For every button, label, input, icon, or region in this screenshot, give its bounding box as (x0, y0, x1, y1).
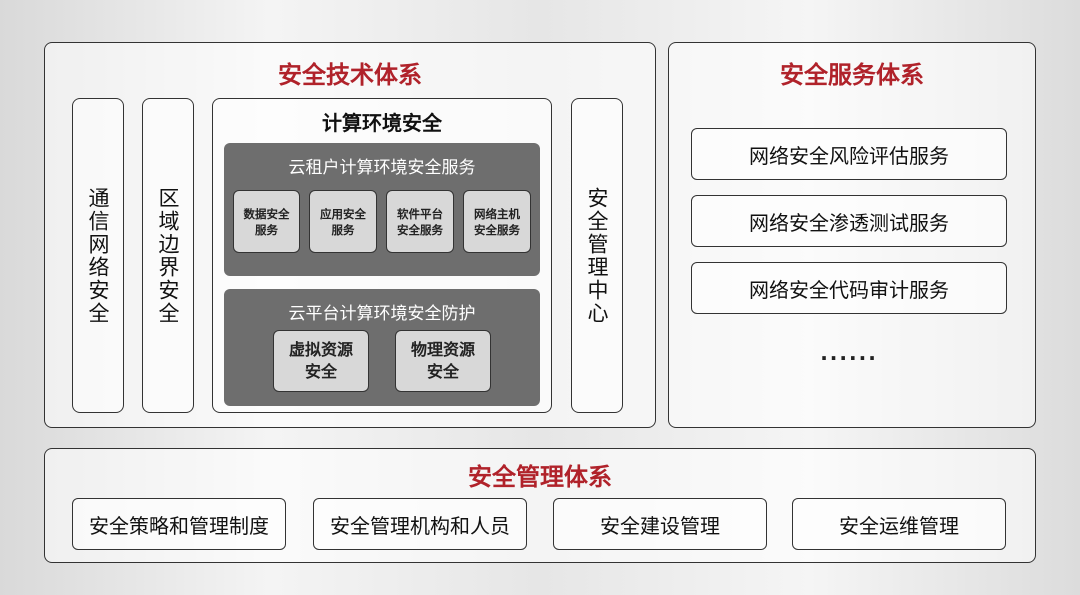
tenant-services-title: 云租户计算环境安全服务 (288, 158, 476, 178)
service-item: 网络安全渗透测试服务 (691, 195, 1007, 247)
network-host-security-service: 网络主机安全服务 (463, 190, 531, 253)
software-platform-security-service: 软件平台安全服务 (386, 190, 454, 253)
tech-system-title: 安全技术体系 (278, 61, 422, 89)
platform-protection-group: 云平台计算环境安全防护 (224, 289, 540, 406)
region-boundary-security: 区域边界安全 (142, 98, 194, 413)
service-item: 网络安全风险评估服务 (691, 128, 1007, 180)
management-system-title: 安全管理体系 (468, 463, 612, 491)
service-system-title: 安全服务体系 (780, 61, 924, 89)
physical-resource-security: 物理资源安全 (395, 330, 491, 392)
mgmt-item: 安全运维管理 (792, 498, 1006, 550)
service-item: 网络安全代码审计服务 (691, 262, 1007, 314)
compute-env-title: 计算环境安全 (322, 111, 442, 135)
platform-protection-title: 云平台计算环境安全防护 (288, 304, 476, 324)
data-security-service: 数据安全服务 (233, 190, 300, 253)
more-ellipsis: ······ (820, 346, 878, 370)
mgmt-item: 安全建设管理 (553, 498, 767, 550)
mgmt-item: 安全管理机构和人员 (313, 498, 527, 550)
app-security-service: 应用安全服务 (309, 190, 377, 253)
security-management-center: 安全管理中心 (571, 98, 623, 413)
comm-network-security: 通信网络安全 (72, 98, 124, 413)
mgmt-item: 安全策略和管理制度 (72, 498, 286, 550)
virtual-resource-security: 虚拟资源安全 (273, 330, 369, 392)
